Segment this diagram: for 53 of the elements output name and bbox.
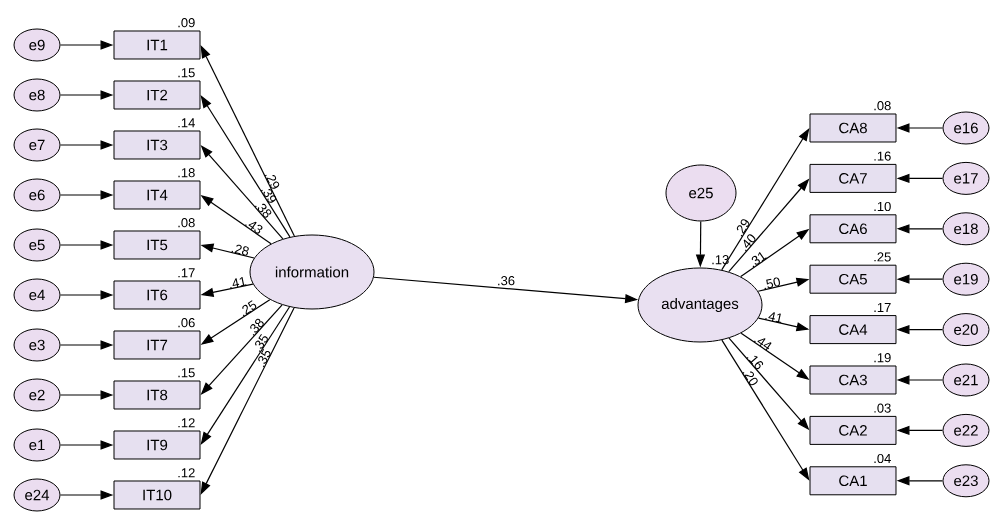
indicator-box: CA4 (809, 315, 897, 345)
edge-label: .20 (742, 371, 758, 386)
value-label: .25 (874, 252, 891, 262)
value-label: .08 (178, 218, 195, 228)
edge-label: .29 (264, 174, 280, 189)
value-label: .10 (874, 201, 891, 212)
value-label: .08 (874, 101, 891, 111)
value-label: .17 (178, 268, 195, 278)
indicator-box: CA7 (809, 163, 897, 193)
value-label: .13 (712, 255, 729, 265)
value-label: .04 (874, 453, 891, 464)
edge-label: .39 (261, 189, 277, 203)
value-label: .18 (178, 168, 195, 178)
indicator-box: IT8 (113, 380, 201, 410)
value-label: .12 (178, 418, 195, 428)
indicator-box: CA6 (809, 214, 897, 244)
edge-label: .41 (230, 277, 247, 289)
edge-label: .36 (498, 276, 515, 286)
value-label: .16 (874, 151, 891, 161)
indicator-box: CA1 (809, 466, 897, 496)
edge-label: .28 (231, 244, 249, 256)
arrow (200, 95, 291, 238)
indicator-box: IT7 (113, 330, 201, 360)
indicator-box: IT4 (113, 180, 201, 210)
value-label: .15 (178, 368, 195, 378)
indicator-box: IT10 (113, 480, 201, 510)
value-label: .03 (874, 403, 891, 413)
indicator-box: CA5 (809, 264, 897, 294)
edge-label: .38 (250, 318, 264, 336)
arrow (200, 306, 291, 445)
value-label: .06 (178, 318, 195, 328)
value-label: .09 (178, 18, 195, 28)
indicator-box: IT5 (113, 230, 201, 260)
value-label: .14 (178, 118, 195, 128)
edge-label: .38 (254, 203, 272, 218)
edge-label: .50 (764, 277, 780, 290)
value-label: .19 (874, 353, 891, 363)
edge-label: .16 (746, 355, 764, 370)
indicator-box: CA2 (809, 415, 897, 445)
value-label: .17 (874, 302, 891, 312)
indicator-box: IT6 (113, 280, 201, 310)
indicator-box: IT2 (113, 80, 201, 110)
indicator-box: CA3 (809, 365, 897, 395)
indicator-box: CA8 (809, 113, 897, 143)
edge-label: .43 (245, 221, 263, 234)
value-label: .15 (178, 68, 195, 78)
edge-label: .41 (765, 312, 782, 323)
indicator-box: IT9 (113, 430, 201, 460)
indicator-box: IT1 (113, 30, 201, 60)
edge-label: .31 (751, 252, 767, 268)
arrow (721, 128, 810, 271)
indicator-box: IT3 (113, 130, 201, 160)
value-label: .12 (178, 468, 195, 478)
